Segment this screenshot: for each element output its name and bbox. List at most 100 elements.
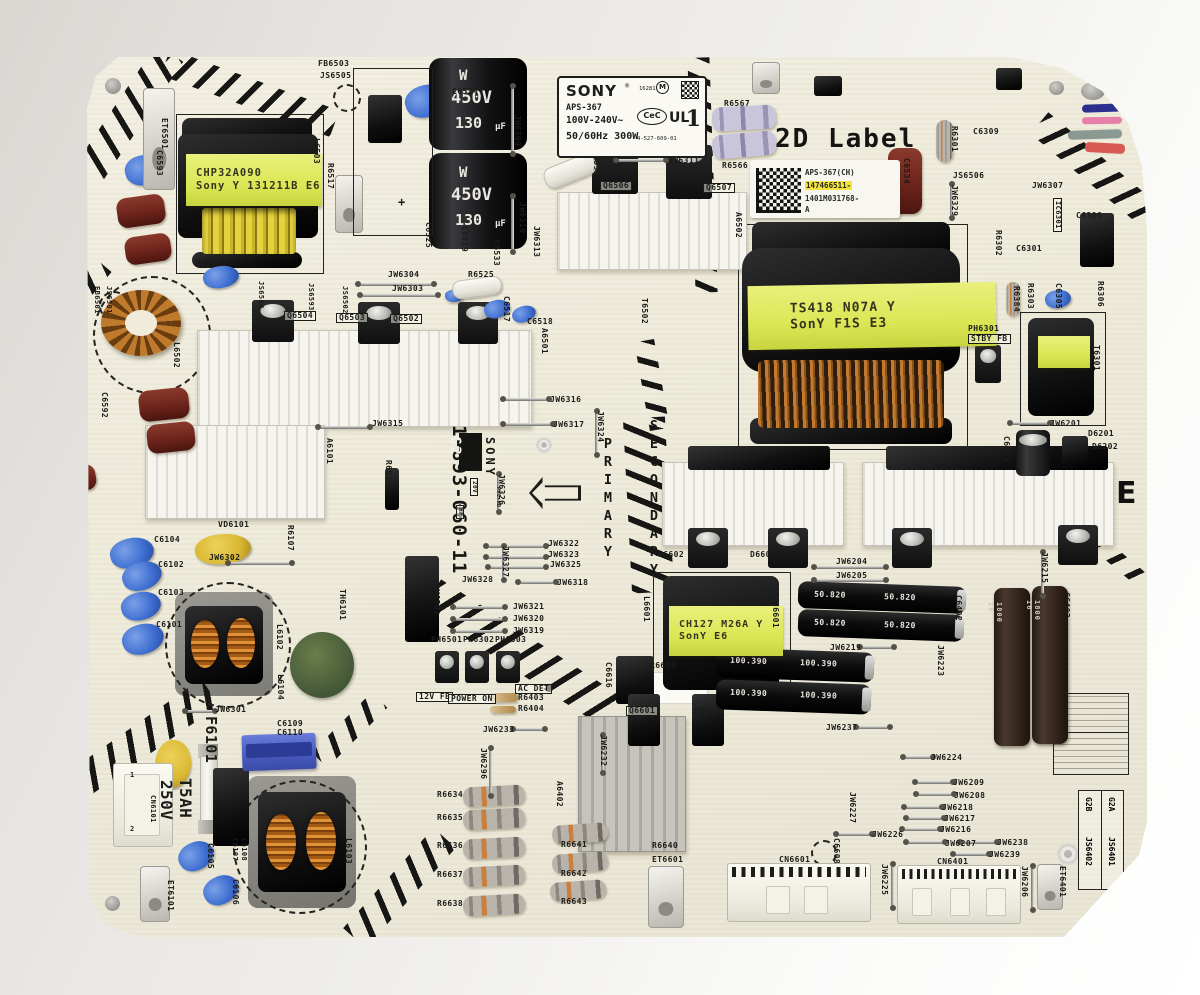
silkscreen-label: JW6316 (550, 395, 582, 404)
silkscreen-label: JW6239 (989, 850, 1021, 859)
silkscreen-label: JW6304 (388, 270, 420, 279)
cap-text-130: 130 (455, 211, 483, 229)
silkscreen-label: D6607 (694, 706, 721, 715)
silkscreen-label: R6518 (196, 258, 223, 267)
silkscreen-label: C6517 (502, 296, 511, 323)
silkscreen-label: JW6205 (836, 571, 868, 580)
silkscreen-label: T6301 (1092, 345, 1101, 372)
yellow-winding (202, 208, 296, 254)
jumper-wire (1031, 868, 1034, 908)
silkscreen-label: JW6302 (209, 553, 241, 562)
silkscreen-label: JW6301 (215, 705, 247, 714)
rating-label: SONY ® 16281 M APS-367 100V-240V~ 50/60H… (557, 76, 707, 158)
silkscreen-label: C6305 (1054, 283, 1063, 310)
silkscreen-label: R6641 (561, 840, 588, 849)
transformer-label: CHP32A090 Sony Y 131211B E6 (186, 154, 322, 206)
silkscreen-label: JW6303 (392, 284, 424, 293)
silkscreen-label: JS6504 (257, 281, 265, 309)
jumper-wire (485, 564, 549, 570)
to220-transistor (892, 528, 932, 568)
silkscreen-label: + (398, 195, 406, 209)
transformer-label: CH127 M26A Y SonY E6 (669, 606, 783, 656)
silkscreen-label: C6309 (973, 127, 1000, 136)
jumper-wire (1007, 420, 1053, 426)
silkscreen-label: R6404 (518, 704, 545, 713)
silkscreen-label: Q6601 (626, 706, 659, 716)
silkscreen-label: C6402 (954, 595, 963, 622)
silkscreen-label: HF (456, 505, 464, 520)
transformer-label-line1: CHP32A090 (196, 166, 262, 179)
silkscreen-label: JW6315 (372, 419, 404, 428)
silkscreen-label: JW6206 (1020, 866, 1029, 898)
rating-part-number: 4-527-609-01 (637, 136, 677, 142)
silkscreen-label: R6640 (652, 841, 679, 850)
transformer-label-line2: Sony Y 131211B E6 (196, 180, 321, 192)
metal-test-tab (140, 866, 170, 922)
resistor (492, 693, 518, 702)
silkscreen-label: RY6501 (432, 584, 441, 616)
silkscreen-label: T5AH (176, 778, 195, 819)
connector-slot (986, 888, 1006, 916)
silkscreen-label: R6517 (326, 163, 335, 190)
jumper-wire (900, 754, 936, 760)
jumper-wire (957, 839, 1000, 845)
fuse-cap (198, 744, 218, 758)
black-component (1062, 436, 1088, 470)
jumper-wire (450, 604, 508, 610)
pin-row (732, 867, 866, 877)
silkscreen-label: JS6502 (341, 286, 349, 314)
copper-winding (758, 360, 944, 428)
primary-text: PRIMARY (600, 436, 616, 562)
silkscreen-label: Q6507 (703, 183, 736, 193)
silkscreen-label: R6637 (437, 870, 464, 879)
cap-rubycon-50v820: 50.820 50.820 (797, 609, 965, 642)
black-component (405, 556, 439, 642)
grade-text: G2 (447, 436, 463, 457)
jumper-wire (811, 577, 889, 583)
copper-coil (227, 618, 255, 668)
silkscreen-label: JW6311 (668, 156, 700, 165)
silkscreen-label: JW6209 (953, 778, 985, 787)
silkscreen-label: JW6226 (872, 830, 904, 839)
black-component (996, 68, 1022, 90)
jumper-wire (315, 424, 373, 430)
connector-slot (804, 886, 828, 914)
to220-transistor (768, 528, 808, 568)
jumper-wire (225, 560, 295, 566)
silkscreen-label: L6601 (642, 596, 651, 623)
silkscreen-label: JS6593 (307, 283, 315, 311)
connector-cn6401[interactable] (897, 865, 1021, 924)
to220-transistor (435, 651, 459, 683)
cap-value: 100.390 (729, 655, 768, 667)
silkscreen-label: A6501 (540, 328, 549, 355)
sticker-model: APS-367(CH) (805, 168, 855, 177)
to220-transistor (975, 345, 1001, 383)
silkscreen-label: L6102 (275, 624, 284, 651)
to220-transistor (1058, 525, 1098, 565)
choke-l6103 (248, 776, 356, 908)
silkscreen-label: C6107 (231, 838, 239, 862)
connector-cn6101[interactable] (113, 763, 173, 847)
metal-test-tab (143, 88, 175, 190)
dashed-circle-outline (333, 84, 361, 112)
cap-value: 50.820 (813, 617, 847, 628)
silkscreen-label: R6635 (437, 813, 464, 822)
silkscreen-label: C6524 (452, 87, 479, 96)
silkscreen-outline (176, 114, 324, 274)
silkscreen-label: PHC-HB (495, 487, 501, 508)
transformer-t6301 (1020, 312, 1106, 426)
g2b-label: G2B (1084, 797, 1093, 812)
backdrop-e-mark: E (1116, 476, 1137, 511)
qc-marker-stripe (1081, 116, 1123, 125)
silkscreen-label: JW6307 (1032, 181, 1064, 190)
silkscreen-label: C6601 (771, 602, 780, 629)
connector-cn6601[interactable] (727, 863, 871, 922)
silkscreen-label: L6503 (312, 138, 321, 165)
silkscreen-label: JW6323 (548, 550, 580, 559)
jumper-wire (355, 281, 437, 287)
yellow-tape (1038, 336, 1090, 368)
silkscreen-label: C6109 (277, 719, 304, 728)
silkscreen-label: R6642 (561, 869, 588, 878)
